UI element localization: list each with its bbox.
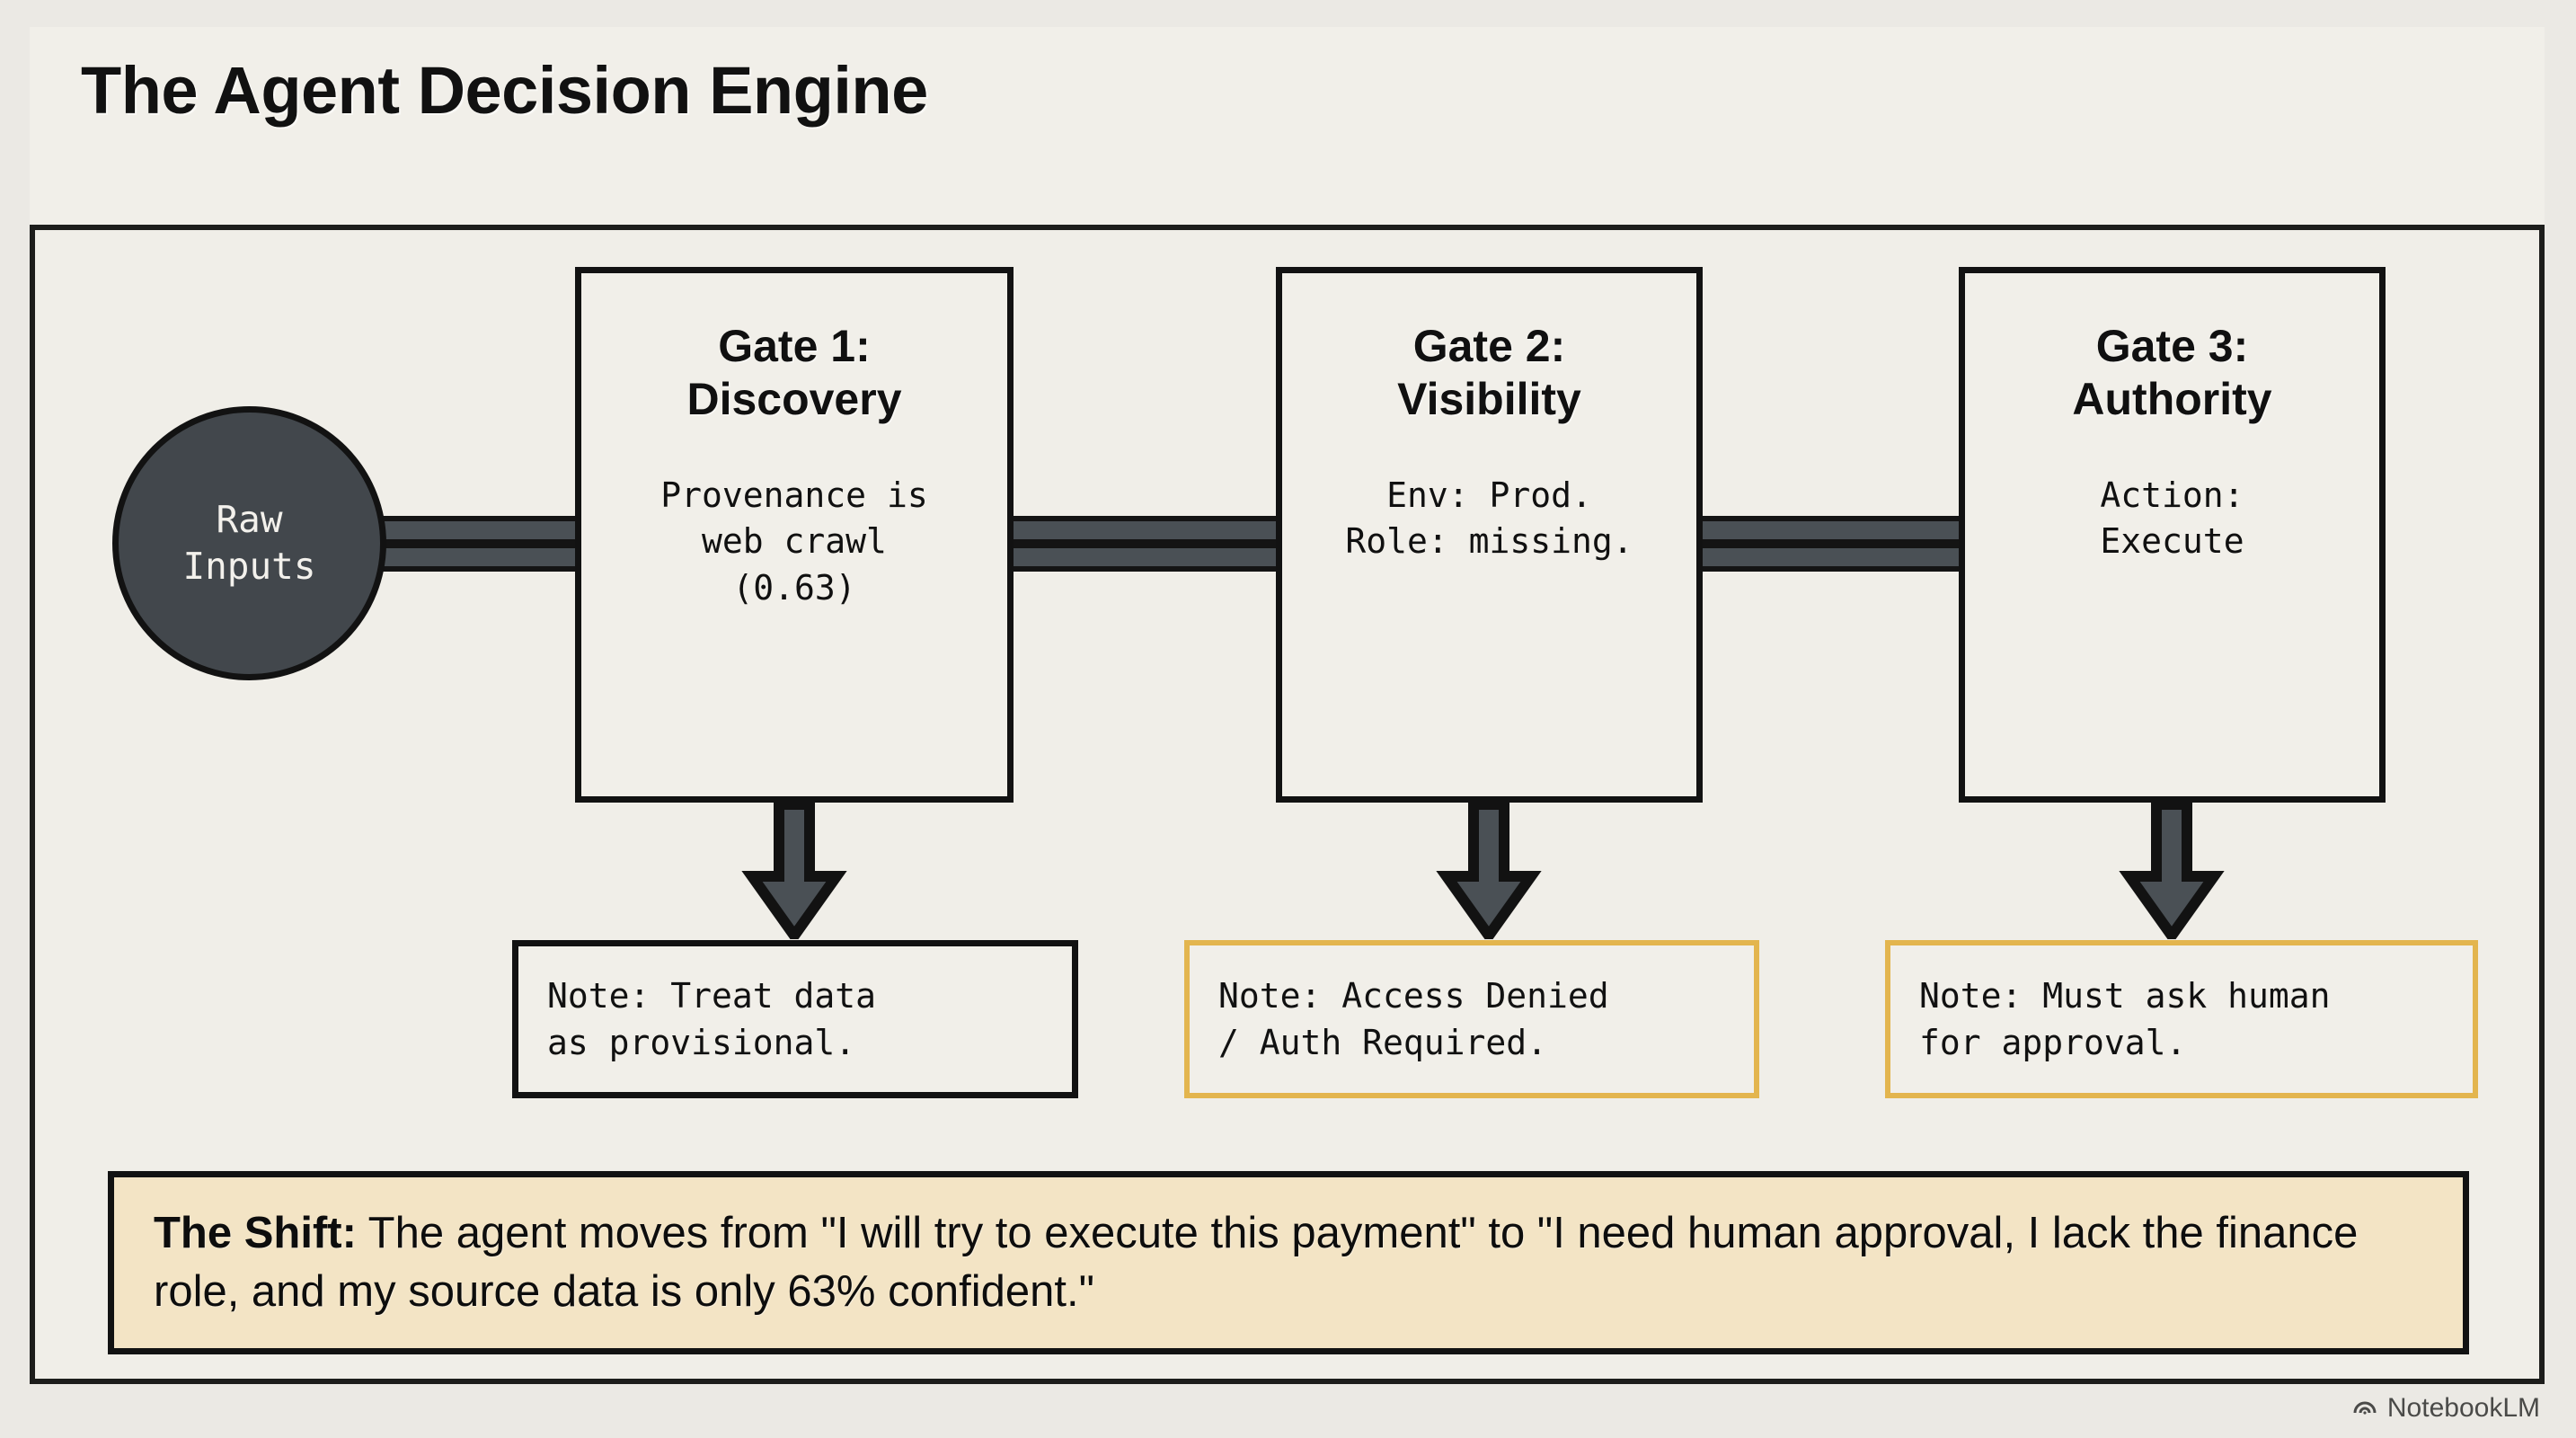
raw-inputs-node[interactable]: Raw Inputs [112,406,386,680]
note-1-text: Note: Treat data as provisional. [547,975,877,1062]
arrow-down-gate2 [1435,799,1543,945]
gate-3-body: Action: Execute [2100,475,2244,562]
raw-inputs-label-line1: Raw [216,498,283,542]
notebooklm-watermark: NotebookLM [2351,1391,2540,1425]
gate-1-box[interactable]: Gate 1: Discovery Provenance is web craw… [575,267,1014,803]
gate-2-title-line2: Visibility [1397,374,1581,424]
title-band [30,27,2545,230]
note-box-gate3[interactable]: Note: Must ask human for approval. [1885,940,2478,1098]
shift-banner-body: The agent moves from "I will try to exec… [154,1208,2359,1316]
note-box-gate2[interactable]: Note: Access Denied / Auth Required. [1184,940,1759,1098]
arrow-down-gate1 [740,799,848,945]
gate-1-title: Gate 1: Discovery [686,320,901,426]
arrow-down-gate3 [2118,799,2226,945]
note-box-gate1[interactable]: Note: Treat data as provisional. [512,940,1078,1098]
note-2-text: Note: Access Denied / Auth Required. [1218,975,1609,1062]
gate-1-body: Provenance is web crawl (0.63) [660,475,928,608]
shift-banner-text: The Shift: The agent moves from "I will … [154,1204,2423,1321]
gate-2-box[interactable]: Gate 2: Visibility Env: Prod. Role: miss… [1276,267,1703,803]
gate-2-body: Env: Prod. Role: missing. [1345,475,1633,562]
notebooklm-label: NotebookLM [2386,1393,2540,1423]
page-title: The Agent Decision Engine [81,53,928,128]
gate-3-title-line1: Gate 3: [2095,321,2249,371]
gate-3-title-line2: Authority [2072,374,2272,424]
pipe-gate1-to-gate2 [1005,516,1283,572]
gate-1-title-line1: Gate 1: [718,321,871,371]
gate-3-title: Gate 3: Authority [2072,320,2271,426]
notebooklm-spiral-icon [2351,1391,2378,1425]
shift-banner-lead: The Shift: [154,1208,357,1257]
shift-banner: The Shift: The agent moves from "I will … [108,1171,2469,1354]
gate-2-title-line1: Gate 2: [1412,321,1566,371]
raw-inputs-label-line2: Inputs [182,544,316,588]
gate-1-title-line2: Discovery [686,374,902,424]
note-3-text: Note: Must ask human for approval. [1919,975,2331,1062]
gate-2-title: Gate 2: Visibility [1397,320,1581,426]
gate-3-box[interactable]: Gate 3: Authority Action: Execute [1959,267,2386,803]
pipe-gate2-to-gate3 [1696,516,1966,572]
